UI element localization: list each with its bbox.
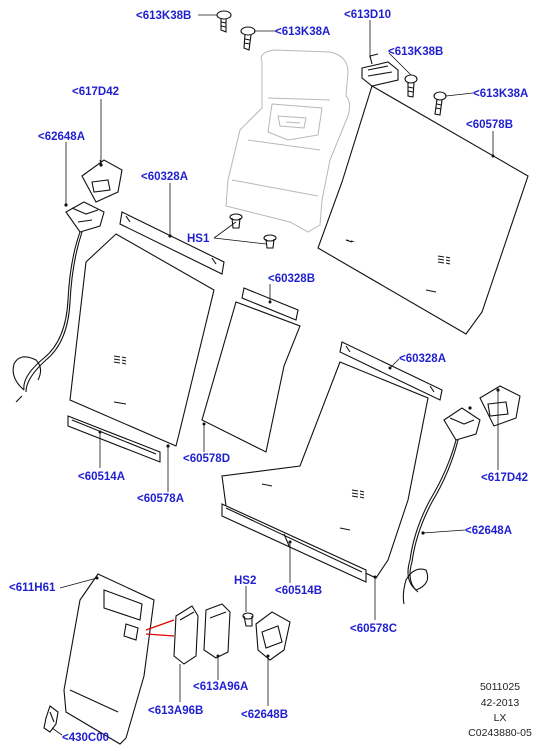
trim-611H61 (63, 573, 155, 745)
callout-613A96A[interactable]: <613A96A (193, 681, 248, 693)
panel-60578A-vent (113, 355, 127, 365)
latch-613D10 (361, 53, 399, 87)
callout-613K38B-top[interactable]: <613K38B (136, 10, 191, 22)
ref-image-code: C0243880-05 (468, 727, 532, 739)
ref-number: 5011025 (480, 681, 520, 693)
callout-430C00[interactable]: <430C00 (62, 732, 109, 744)
panel-60578A (69, 233, 215, 448)
callout-60578A[interactable]: <60578A (137, 493, 184, 505)
latch-62648B (255, 611, 291, 661)
bolt-613K38A-right (433, 91, 447, 116)
strip-60514A (67, 415, 161, 463)
pin-HS1-a (229, 213, 243, 229)
callout-613A96B[interactable]: <613A96B (148, 705, 203, 717)
callout-60328A-right[interactable]: <60328A (399, 353, 446, 365)
ref-date: 42-2013 (481, 697, 520, 709)
callout-613K38B-right[interactable]: <613K38B (388, 46, 443, 58)
cover-613A96A (203, 603, 231, 659)
clip-430C00 (43, 705, 59, 733)
panel-60578C-vent (351, 489, 365, 499)
callout-60328B[interactable]: <60328B (268, 273, 315, 285)
cover-613A96B (145, 605, 199, 665)
latch-62648A-left (12, 201, 105, 403)
leader-lines (51, 14, 499, 736)
callout-HS1[interactable]: HS1 (187, 233, 210, 245)
callout-613D10[interactable]: <613D10 (344, 9, 391, 21)
pin-HS1-b (263, 234, 277, 249)
callout-617D42-left[interactable]: <617D42 (72, 86, 119, 98)
ref-model: LX (494, 712, 507, 724)
bolt-613K38B-top (216, 10, 232, 33)
bracket-617D42-left (81, 159, 123, 203)
ghost-seat-outline (225, 49, 351, 233)
callout-617D42-right[interactable]: <617D42 (481, 472, 528, 484)
callout-62648A-left[interactable]: <62648A (38, 131, 85, 143)
callout-labels: <613K38B <613K38A <613D10 <613K38B <613K… (9, 9, 528, 744)
strip-60328A-left (119, 211, 225, 275)
callout-60328A-left[interactable]: <60328A (141, 171, 188, 183)
callout-60578C[interactable]: <60578C (350, 623, 397, 635)
callout-60514B[interactable]: <60514B (275, 585, 322, 597)
panel-60578B-vent (437, 255, 451, 265)
panel-60578C (221, 361, 429, 579)
callout-613K38A-top[interactable]: <613K38A (275, 26, 330, 38)
callout-613K38A-right[interactable]: <613K38A (473, 88, 528, 100)
pin-HS2 (242, 612, 254, 627)
latch-62648A-right (402, 406, 481, 605)
bolt-613K38B-right (404, 74, 418, 98)
panel-60578D (201, 301, 301, 453)
reference-block: 5011025 42-2013 LX C0243880-05 (468, 681, 532, 739)
strip-60514B (221, 503, 367, 583)
callout-HS2[interactable]: HS2 (234, 575, 256, 587)
callout-60578D[interactable]: <60578D (183, 453, 230, 465)
callout-60514A[interactable]: <60514A (78, 471, 125, 483)
callout-611H61[interactable]: <611H61 (9, 582, 56, 594)
bracket-617D42-right (479, 385, 521, 427)
callout-60578B[interactable]: <60578B (466, 119, 513, 131)
panel-60578B (317, 85, 529, 335)
bolt-613K38A-top (240, 26, 256, 51)
callout-62648A-right[interactable]: <62648A (465, 525, 512, 537)
callout-62648B[interactable]: <62648B (241, 709, 288, 721)
